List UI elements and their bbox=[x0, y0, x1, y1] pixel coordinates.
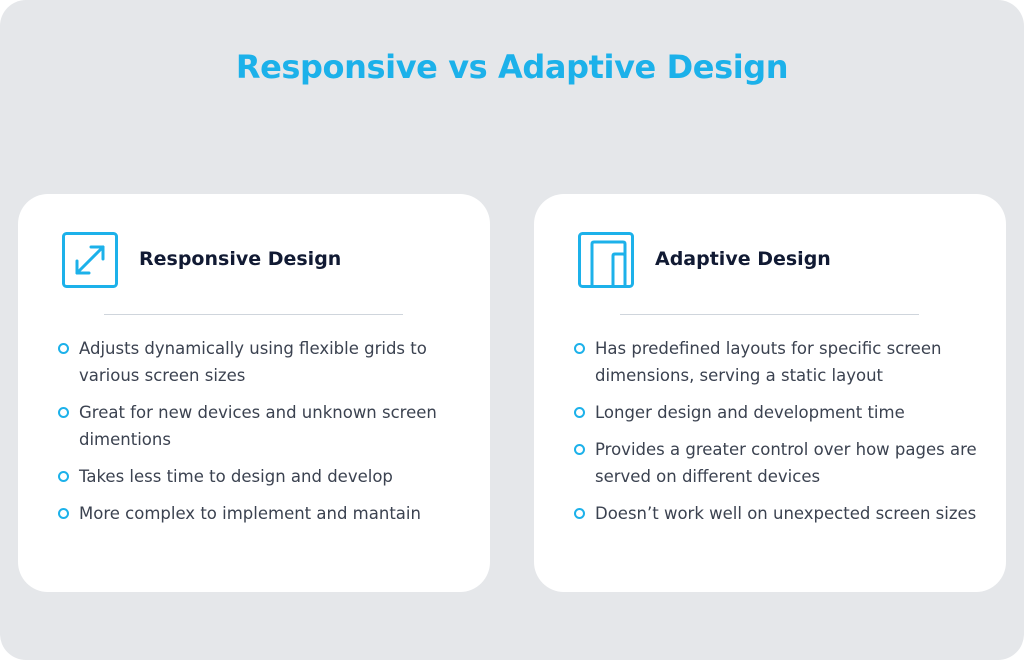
list-item: Has predefined layouts for specific scre… bbox=[574, 335, 984, 389]
card-divider bbox=[620, 314, 919, 315]
card-heading: Adaptive Design bbox=[655, 248, 831, 270]
bullet-ring-icon bbox=[58, 407, 69, 418]
list-item-text: Takes less time to design and develop bbox=[79, 467, 393, 486]
page-title: Responsive vs Adaptive Design bbox=[235, 48, 789, 86]
layered-devices-icon bbox=[578, 232, 634, 288]
list-item: Great for new devices and unknown screen… bbox=[58, 399, 468, 453]
bullet-ring-icon bbox=[58, 508, 69, 519]
list-item-text: Adjusts dynamically using flexible grids… bbox=[79, 339, 427, 385]
list-item: Provides a greater control over how page… bbox=[574, 436, 984, 490]
bullet-list: Adjusts dynamically using flexible grids… bbox=[58, 335, 468, 537]
bullet-ring-icon bbox=[574, 407, 585, 418]
list-item-text: Doesn’t work well on unexpected screen s… bbox=[595, 504, 977, 523]
adaptive-design-card: Adaptive Design Has predefined layouts f… bbox=[534, 194, 1006, 592]
bullet-ring-icon bbox=[574, 508, 585, 519]
list-item-text: Great for new devices and unknown screen… bbox=[79, 403, 437, 449]
bullet-ring-icon bbox=[574, 444, 585, 455]
bullet-ring-icon bbox=[574, 343, 585, 354]
expand-arrows-icon bbox=[62, 232, 118, 288]
bullet-list: Has predefined layouts for specific scre… bbox=[574, 335, 984, 537]
list-item: Takes less time to design and develop bbox=[58, 463, 468, 490]
list-item-text: Provides a greater control over how page… bbox=[595, 440, 977, 486]
list-item-text: Has predefined layouts for specific scre… bbox=[595, 339, 942, 385]
list-item: Doesn’t work well on unexpected screen s… bbox=[574, 500, 984, 527]
list-item: Longer design and development time bbox=[574, 399, 984, 426]
responsive-design-card: Responsive Design Adjusts dynamically us… bbox=[18, 194, 490, 592]
list-item-text: More complex to implement and mantain bbox=[79, 504, 421, 523]
card-divider bbox=[104, 314, 403, 315]
bullet-ring-icon bbox=[58, 471, 69, 482]
list-item: More complex to implement and mantain bbox=[58, 500, 468, 527]
bullet-ring-icon bbox=[58, 343, 69, 354]
list-item: Adjusts dynamically using flexible grids… bbox=[58, 335, 468, 389]
list-item-text: Longer design and development time bbox=[595, 403, 905, 422]
card-heading: Responsive Design bbox=[139, 248, 342, 270]
